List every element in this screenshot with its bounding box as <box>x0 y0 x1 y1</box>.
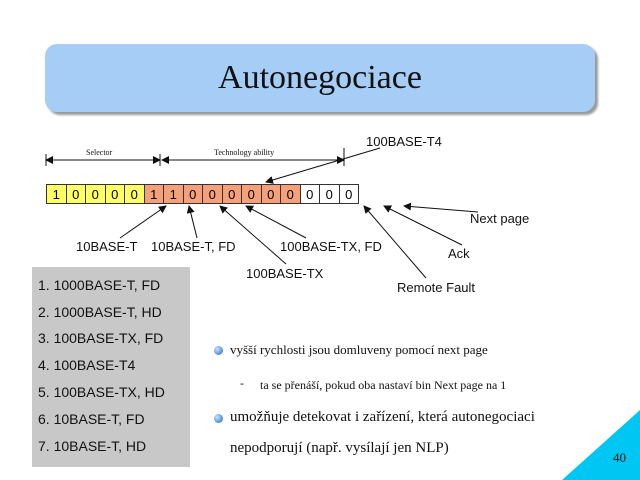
bit-cell: 0 <box>182 184 203 204</box>
arrow-10base-t-fd <box>186 205 198 239</box>
label-100base-t4: 100BASE-T4 <box>366 134 442 149</box>
page-number: 40 <box>613 450 626 465</box>
label-next-page: Next page <box>470 211 530 226</box>
arrow-10base-t <box>119 205 167 239</box>
bit-cell: 0 <box>299 184 320 204</box>
list-item: 3. 100BASE-TX, FD <box>38 330 164 346</box>
bullet-icon <box>214 414 223 423</box>
sub-bullet-marker: - <box>240 376 244 390</box>
list-item: 4. 100BASE-T4 <box>38 357 136 373</box>
label-100base-tx: 100BASE-TX <box>246 266 324 281</box>
arrow-next-page <box>403 202 479 213</box>
title-banner: Autonegociace <box>45 44 595 112</box>
arrow-100base-tx-fd <box>245 205 307 239</box>
list-item: 6. 10BASE-T, FD <box>38 411 145 427</box>
arrow-ack <box>383 205 463 246</box>
bit-cell: 0 <box>65 184 86 204</box>
label-ack: Ack <box>448 246 470 261</box>
list-item: 2. 1000BASE-T, HD <box>38 304 162 320</box>
bit-cell: 1 <box>163 184 184 204</box>
arrow-t4 <box>265 147 381 184</box>
bit-cell: 0 <box>104 184 125 204</box>
label-10base-t-fd: 10BASE-T, FD <box>151 239 236 254</box>
bit-cell: 0 <box>280 184 301 204</box>
bit-cell: 0 <box>260 184 281 204</box>
sub-bullet-text: ta se přenáší, pokud oba nastaví bin Nex… <box>260 378 507 392</box>
priority-list: 1. 1000BASE-T, FD 2. 1000BASE-T, HD 3. 1… <box>32 267 190 467</box>
label-10base-t: 10BASE-T <box>76 239 138 254</box>
bit-cell: 1 <box>143 184 164 204</box>
technology-ability-label: Technology ability <box>214 148 275 157</box>
bit-cell: 0 <box>319 184 340 204</box>
bit-cell: 0 <box>241 184 262 204</box>
bullet-icon <box>214 346 223 355</box>
list-item: 7. 10BASE-T, HD <box>38 438 147 454</box>
label-100base-tx-fd: 100BASE-TX, FD <box>280 239 382 254</box>
selector-label: Selector <box>86 148 113 157</box>
bit-cell: 0 <box>338 184 359 204</box>
list-item: 5. 100BASE-TX, HD <box>38 384 165 400</box>
list-item: 1. 1000BASE-T, FD <box>38 277 161 293</box>
bullet-text-2-line1: umožňuje detekovat i zařízení, která aut… <box>230 409 535 425</box>
bullet-text-2-line2: nepodporují (např. vysílají jen NLP) <box>230 440 449 456</box>
slide-title: Autonegociace <box>218 59 422 96</box>
bit-cell: 1 <box>46 184 67 204</box>
bit-cell: 0 <box>85 184 106 204</box>
bit-cell: 0 <box>124 184 145 204</box>
arrow-remote-fault <box>363 205 427 279</box>
bit-cell: 0 <box>202 184 223 204</box>
arrow-100base-tx <box>219 205 287 265</box>
corner-decoration <box>562 410 640 480</box>
label-remote-fault: Remote Fault <box>397 280 476 295</box>
bit-cell: 0 <box>221 184 242 204</box>
bullet-text-1: vyšší rychlosti jsou domluveny pomocí ne… <box>230 342 488 357</box>
